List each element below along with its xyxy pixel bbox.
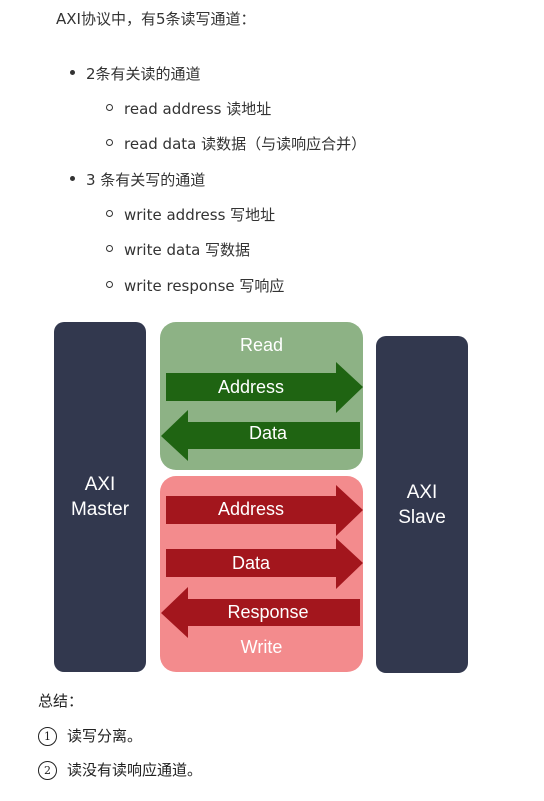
read-channels-bullet: 2条有关读的通道 bbox=[70, 63, 201, 84]
bullet-dot-icon bbox=[70, 70, 75, 75]
summary-point-1: 1 读写分离。 bbox=[38, 725, 142, 747]
read-channels-label: 2条有关读的通道 bbox=[86, 65, 201, 83]
slave-label-line2: Slave bbox=[398, 507, 446, 528]
master-label-line2: Master bbox=[70, 499, 130, 520]
read-address-label: read address 读地址 bbox=[124, 100, 272, 118]
read-data-arrow-icon bbox=[161, 410, 360, 461]
write-channels-label: 3 条有关写的通道 bbox=[86, 171, 206, 189]
write-address-arrow-icon bbox=[166, 485, 363, 536]
summary-title: 总结： bbox=[38, 692, 84, 710]
master-label-line1: AXI bbox=[84, 474, 116, 495]
circled-number-icon: 2 bbox=[38, 760, 57, 780]
write-data-item: write data 写数据 bbox=[106, 239, 250, 260]
write-channels-bullet: 3 条有关写的通道 bbox=[70, 169, 205, 190]
bullet-circle-icon bbox=[106, 281, 113, 288]
read-data-label-arrow: Data bbox=[248, 423, 288, 443]
circled-number-icon: 1 bbox=[38, 726, 57, 746]
write-box-label: Write bbox=[240, 637, 283, 657]
slave-label-line1: AXI bbox=[406, 482, 438, 503]
write-data-label: write data 写数据 bbox=[124, 241, 251, 259]
read-data-label: read data 读数据（与读响应合并） bbox=[124, 135, 367, 153]
axi-channel-diagram: AXI Master Read Write Address Data Addre… bbox=[54, 322, 470, 674]
write-address-label: write address 写地址 bbox=[124, 206, 276, 224]
summary-point-2-text: 读没有读响应通道。 bbox=[67, 761, 203, 779]
axi-master-block: AXI Master bbox=[54, 322, 146, 672]
bullet-circle-icon bbox=[106, 104, 113, 111]
write-address-item: write address 写地址 bbox=[106, 204, 275, 225]
write-data-label-arrow: Data bbox=[231, 553, 271, 573]
bullet-circle-icon bbox=[106, 210, 113, 217]
write-data-arrow-icon bbox=[166, 538, 363, 589]
write-response-item: write response 写响应 bbox=[106, 275, 284, 296]
bullet-dot-icon bbox=[70, 176, 75, 181]
axi-slave-block: AXI Slave bbox=[376, 336, 468, 673]
summary-point-2: 2 读没有读响应通道。 bbox=[38, 759, 202, 781]
bullet-circle-icon bbox=[106, 245, 113, 252]
write-response-label: write response 写响应 bbox=[124, 277, 285, 295]
read-data-item: read data 读数据（与读响应合并） bbox=[106, 133, 366, 154]
write-response-label-arrow: Response bbox=[227, 602, 309, 622]
read-address-label-arrow: Address bbox=[217, 377, 285, 397]
read-address-item: read address 读地址 bbox=[106, 98, 271, 119]
intro-text: AXI协议中，有5条读写通道： bbox=[56, 10, 256, 28]
bullet-circle-icon bbox=[106, 139, 113, 146]
write-address-label-arrow: Address bbox=[217, 499, 285, 519]
summary-point-1-text: 读写分离。 bbox=[67, 727, 143, 745]
read-box-label: Read bbox=[239, 335, 284, 355]
write-response-arrow-icon bbox=[161, 587, 360, 638]
read-address-arrow-icon bbox=[166, 362, 363, 413]
